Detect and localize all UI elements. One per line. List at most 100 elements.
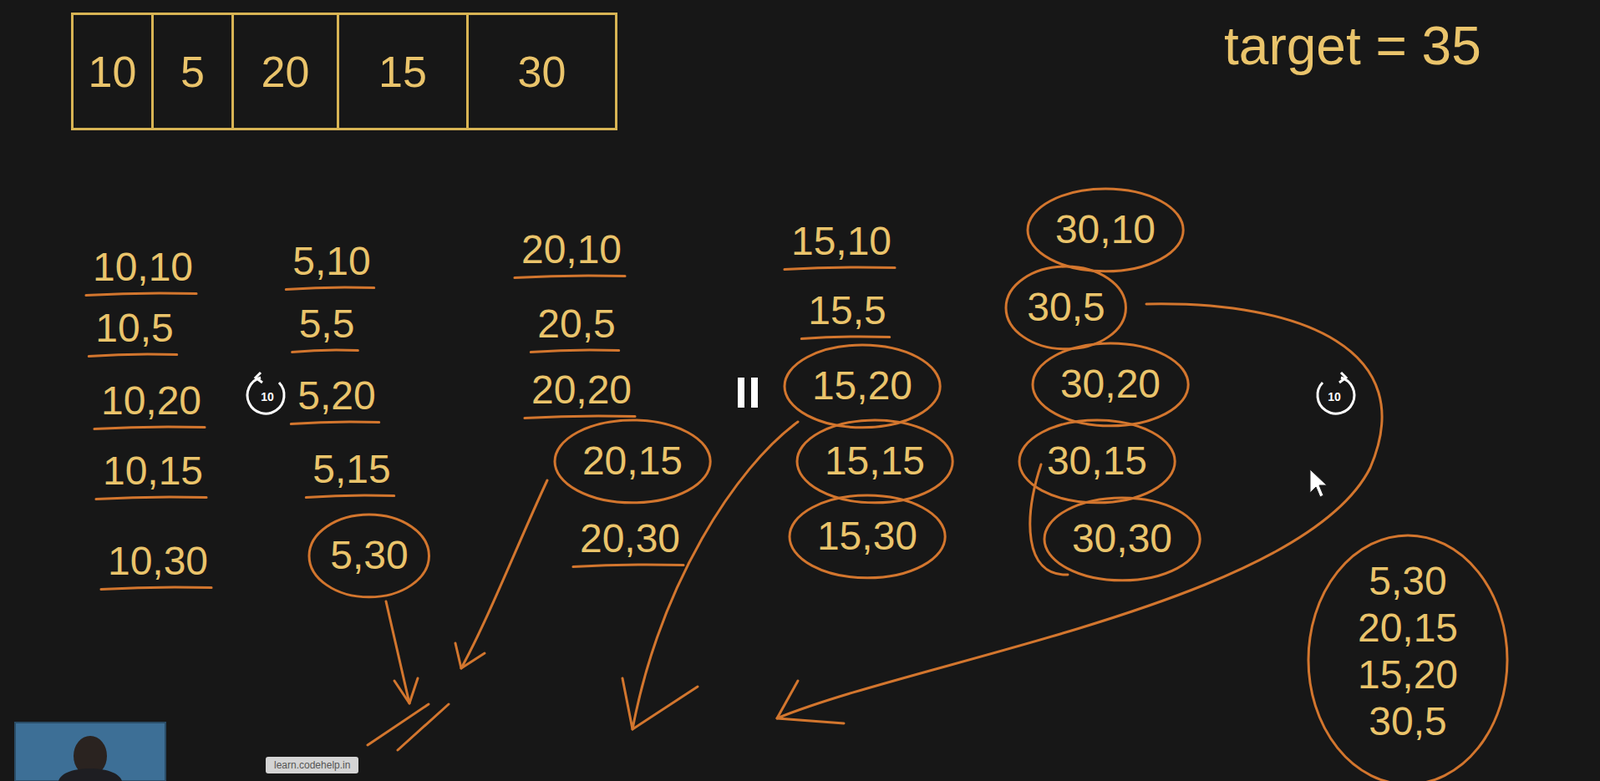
circled-pair: 30,10: [1025, 186, 1186, 275]
ellipse-stroke: [797, 420, 953, 503]
underline-stroke: [784, 267, 895, 270]
circled-pair: 30,20: [1030, 340, 1191, 429]
text-stack: 15,20: [812, 362, 913, 409]
ellipse-stroke: [1032, 343, 1189, 427]
underline-stroke: [801, 336, 889, 340]
text-stack: 30,20: [1060, 360, 1161, 407]
pair-text: 30,10: [1055, 206, 1156, 253]
ellipse-stroke: [1005, 266, 1126, 350]
underline-stroke: [86, 293, 197, 296]
underline-stroke: [290, 421, 379, 425]
underline-stroke: [88, 354, 177, 357]
pair-label: 5,15: [312, 446, 391, 493]
pair-label: 20,5: [537, 300, 615, 347]
text-stack: 5,30: [330, 532, 408, 579]
ink-strokes: [367, 304, 1382, 751]
answer-circle: 5,3020,1515,2030,5: [1305, 533, 1510, 781]
circled-pair: 15,30: [787, 492, 948, 581]
underline-stroke: [292, 350, 359, 353]
pair-label: 20,30: [579, 515, 681, 562]
mouse-cursor: [1310, 469, 1327, 498]
pair-label: 5,5: [299, 300, 356, 347]
ellipse-stroke: [1019, 420, 1175, 503]
underline-stroke: [96, 497, 207, 500]
circled-pair: 30,15: [1016, 417, 1178, 506]
array-cell: 5: [153, 15, 234, 128]
pair-text: 30,5: [1357, 698, 1458, 746]
ellipse-stroke: [1044, 497, 1200, 581]
pair-text: 30,5: [1026, 284, 1105, 331]
skip-seconds: 10: [1327, 391, 1341, 403]
arrow-line: [777, 304, 1382, 719]
arrow-line: [461, 480, 548, 669]
underline-stroke: [530, 350, 619, 353]
circled-pair: 20,15: [552, 417, 713, 506]
pair-text: 15,20: [1357, 651, 1458, 699]
pair-text: 20,15: [582, 437, 683, 484]
circled-pair: 15,20: [782, 342, 943, 431]
circled-pair: 30,30: [1041, 495, 1203, 584]
underline-stroke: [573, 564, 684, 568]
pair-label: 15,5: [807, 287, 886, 334]
text-stack: 30,15: [1046, 437, 1148, 484]
pair-label: 10,15: [102, 447, 204, 494]
cancel-mark: [367, 704, 429, 746]
text-stack: 5,3020,1515,2030,5: [1357, 558, 1458, 746]
pair-label: 10,30: [107, 538, 209, 585]
underline-stroke: [101, 587, 212, 590]
ellipse-stroke: [1308, 535, 1508, 781]
text-stack: 30,5: [1026, 284, 1105, 331]
pair-label: 10,20: [101, 377, 202, 424]
pair-text: 20,15: [1357, 604, 1458, 652]
check-mark: [622, 678, 698, 730]
array-cell: 15: [339, 15, 469, 128]
pair-text: 30,30: [1071, 515, 1173, 562]
rewind-icon: [247, 372, 285, 414]
text-stack: 15,30: [817, 513, 918, 559]
underline-stroke: [524, 416, 635, 419]
text-stack: 20,15: [582, 437, 683, 484]
skip-seconds: 10: [260, 391, 275, 403]
pair-text: 30,20: [1060, 360, 1161, 407]
pair-text: 5,30: [1357, 558, 1458, 605]
text-stack: 30,10: [1055, 206, 1156, 253]
pair-text: 15,20: [812, 362, 913, 409]
pair-label: 10,5: [95, 304, 173, 351]
ellipse-stroke: [309, 514, 429, 598]
arrow-head: [455, 643, 485, 669]
array-box: 105201530: [71, 12, 618, 131]
ellipse-stroke: [784, 345, 940, 428]
pair-text: 30,15: [1046, 437, 1148, 484]
pair-label: 20,20: [531, 366, 632, 413]
arrow-head: [394, 678, 418, 704]
pair-text: 15,30: [817, 513, 918, 559]
circled-pair: 30,5: [1003, 264, 1128, 352]
pair-label: 5,20: [297, 372, 376, 419]
watermark: learn.codehelp.in: [265, 756, 359, 774]
array-cell: 20: [233, 15, 340, 128]
forward-icon: [1317, 372, 1355, 414]
underline-stroke: [514, 275, 625, 279]
ellipse-stroke: [1027, 188, 1184, 272]
target-note: target = 35: [1224, 16, 1482, 76]
underline-stroke: [94, 426, 205, 430]
array-cell: 30: [468, 15, 615, 128]
text-stack: 30,30: [1071, 515, 1173, 562]
cancel-mark: [397, 704, 449, 751]
array-cell: 10: [73, 15, 154, 128]
circled-pair: 15,15: [794, 417, 955, 506]
pair-label: 10,10: [92, 243, 194, 290]
pair-text: 15,15: [824, 437, 925, 484]
pair-label: 20,10: [521, 226, 622, 273]
webcam-thumbnail: [15, 722, 166, 781]
arrow-head: [777, 680, 844, 724]
underline-stroke: [285, 287, 374, 290]
pair-text: 5,30: [330, 532, 408, 579]
underline-stroke: [305, 495, 394, 498]
pause-icon: [737, 377, 758, 408]
ellipse-stroke: [554, 420, 711, 503]
pair-label: 5,10: [292, 238, 371, 285]
text-stack: 15,15: [824, 437, 925, 484]
circled-pair: 5,30: [306, 512, 432, 600]
